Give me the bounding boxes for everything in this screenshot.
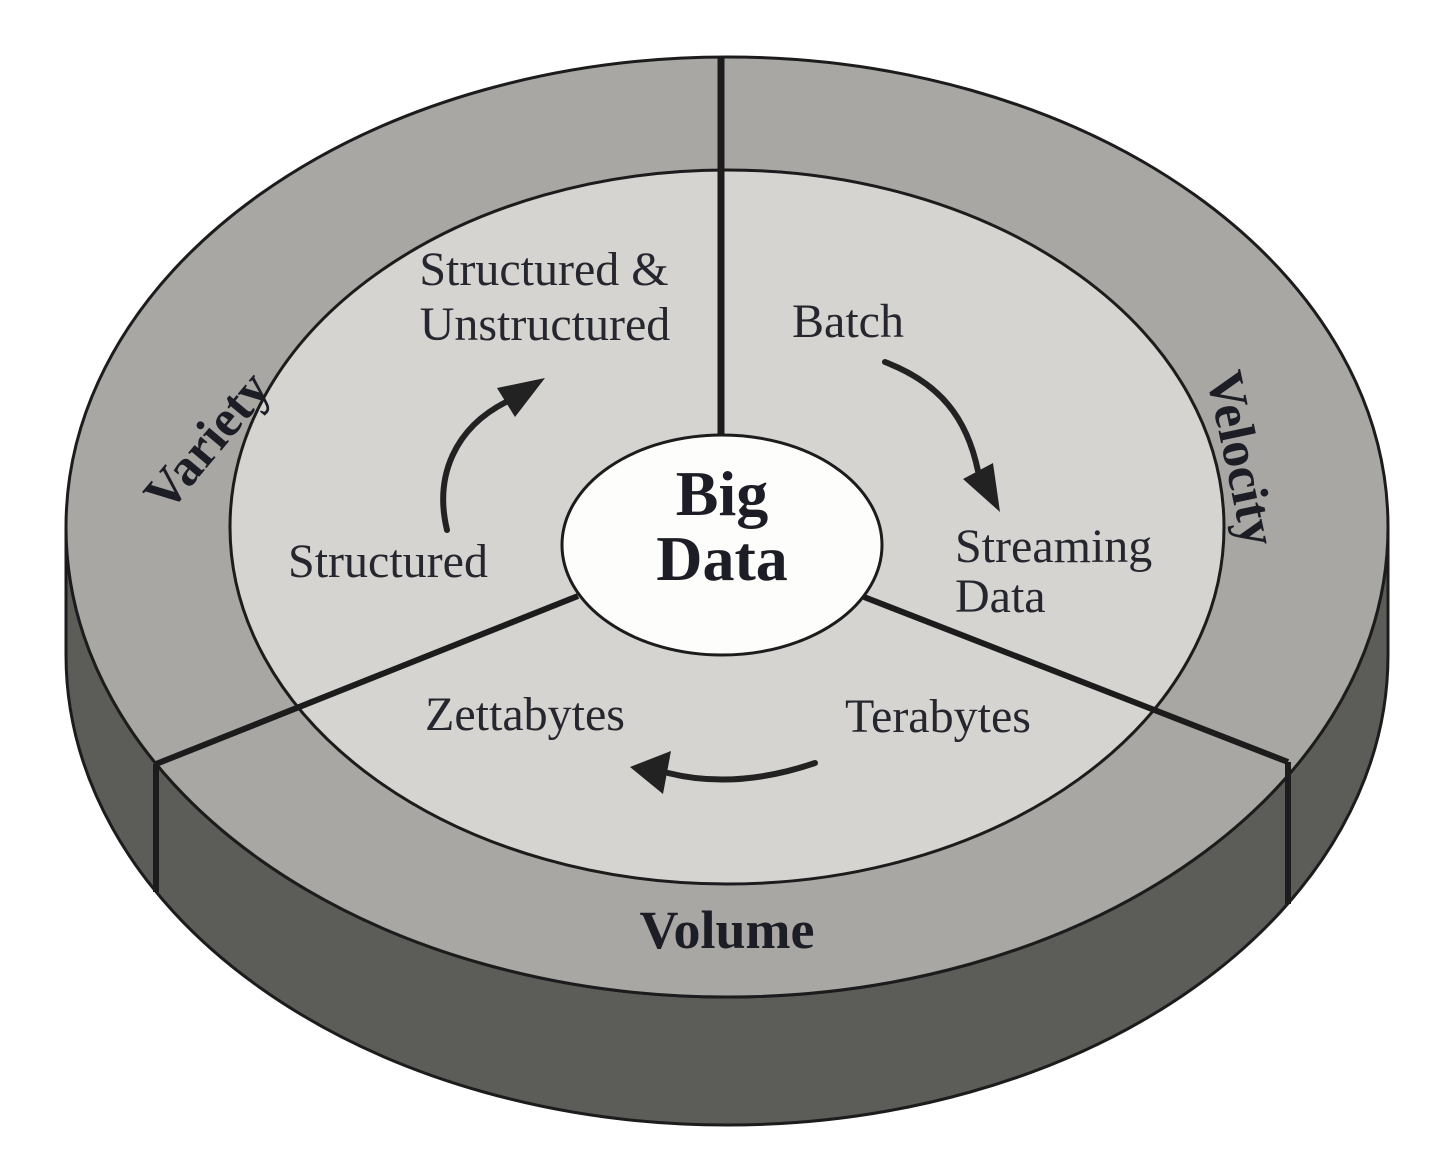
label-terabytes: Terabytes bbox=[845, 690, 1031, 743]
hub-label-line1: Big bbox=[676, 458, 768, 529]
label-structured: Structured bbox=[288, 535, 488, 588]
label-streaming-line2: Data bbox=[955, 570, 1046, 623]
center-hub bbox=[560, 433, 884, 657]
arrow-variety-curve bbox=[440, 399, 509, 533]
arrow-velocity-head bbox=[963, 463, 1000, 512]
divider-lower-right bbox=[862, 594, 1290, 765]
label-zettabytes: Zettabytes bbox=[425, 688, 625, 741]
label-structured-unstructured-line2: Unstructured bbox=[420, 298, 671, 351]
label-batch: Batch bbox=[792, 295, 904, 348]
label-structured-unstructured-line1: Structured & bbox=[419, 243, 668, 296]
label-streaming-line1: Streaming bbox=[955, 520, 1152, 573]
ring-label-volume: Volume bbox=[639, 900, 814, 960]
arrow-velocity-curve bbox=[882, 359, 981, 474]
hub-label-line2: Data bbox=[656, 523, 788, 594]
arrow-volume-curve bbox=[665, 760, 818, 783]
arrow-variety-head bbox=[497, 378, 545, 417]
arrow-volume-head bbox=[630, 751, 671, 794]
divider-lower-left bbox=[154, 593, 580, 767]
